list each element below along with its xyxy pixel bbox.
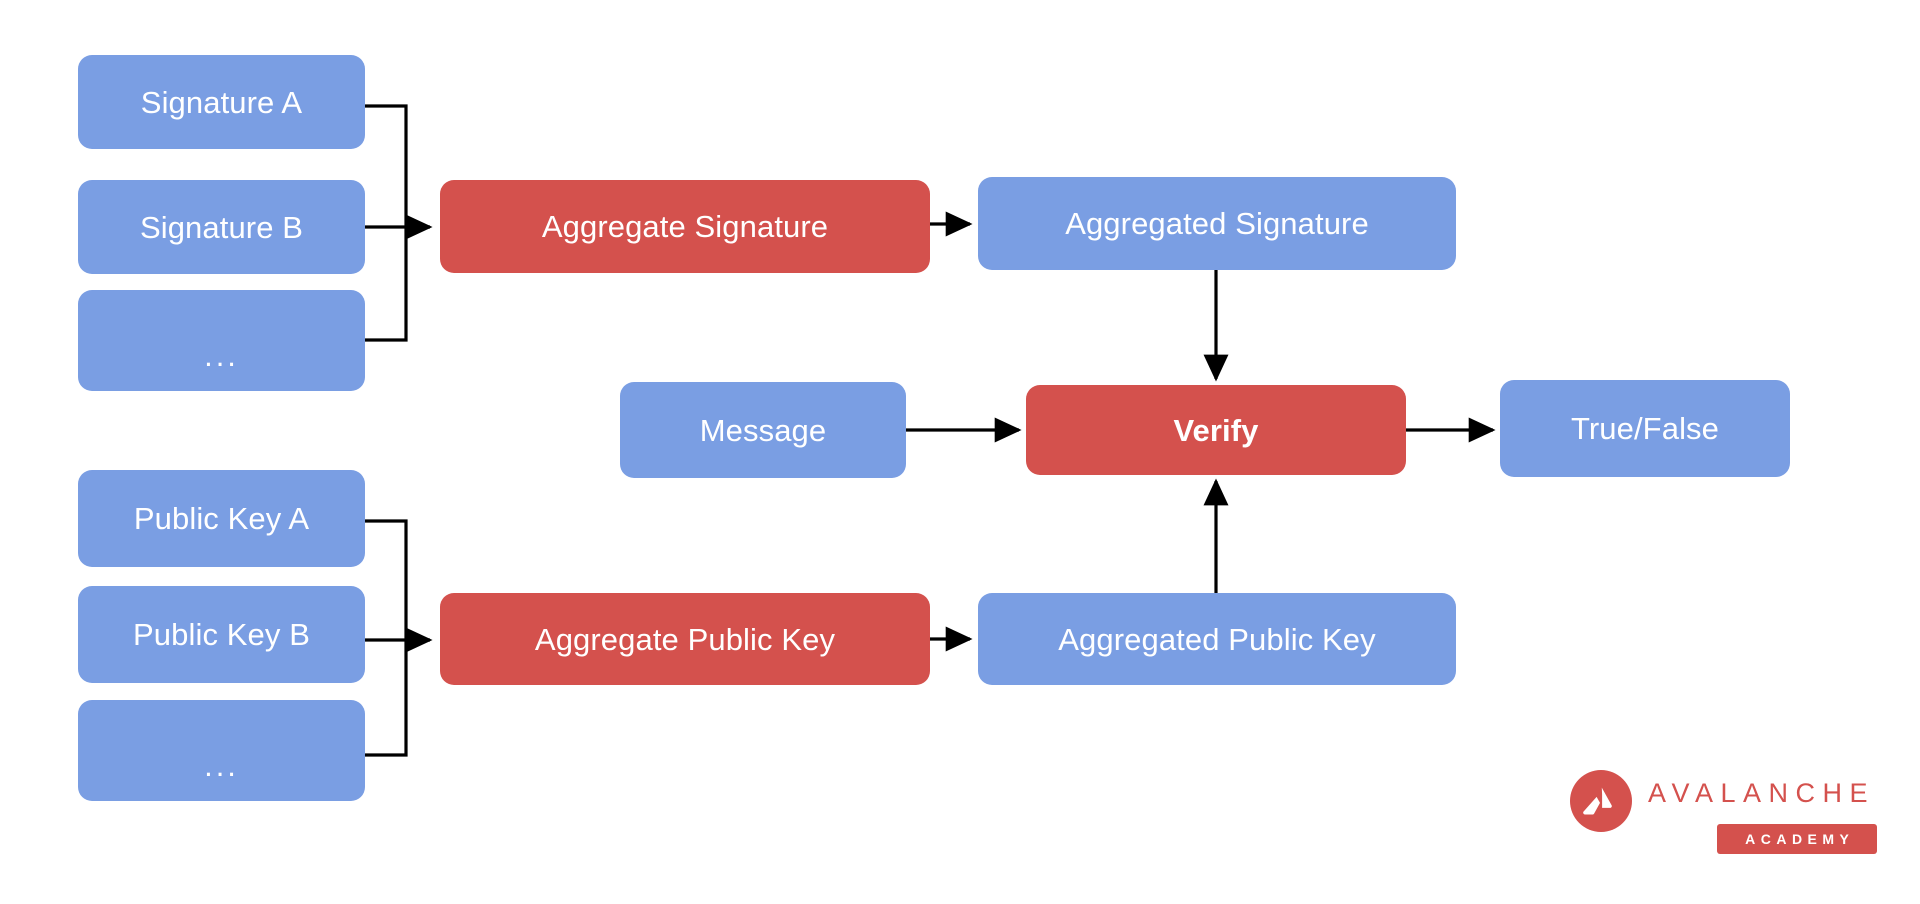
node-signature-a[interactable]: Signature A	[78, 55, 365, 149]
node-label: ...	[204, 338, 239, 373]
node-signature-more[interactable]: ...	[78, 290, 365, 391]
node-verify[interactable]: Verify	[1026, 385, 1406, 475]
node-label: Signature A	[140, 84, 303, 120]
node-label: ...	[204, 748, 239, 783]
node-message[interactable]: Message	[620, 382, 906, 478]
node-aggregated-public-key[interactable]: Aggregated Public Key	[978, 593, 1456, 685]
node-label: Verify	[1173, 412, 1259, 448]
node-signature-b[interactable]: Signature B	[78, 180, 365, 274]
node-label: Aggregated Signature	[1065, 206, 1369, 241]
node-aggregate-public-key[interactable]: Aggregate Public Key	[440, 593, 930, 685]
node-label: True/False	[1570, 411, 1719, 446]
node-public-key-more[interactable]: ...	[78, 700, 365, 801]
node-aggregated-signature[interactable]: Aggregated Signature	[978, 177, 1456, 270]
node-label: Aggregate Signature	[541, 209, 829, 244]
edge-signature-bus	[365, 104, 408, 342]
node-label: Aggregated Public Key	[1058, 621, 1376, 657]
node-label: Public Key B	[133, 617, 310, 652]
logo-academy-badge: ACADEMY	[1717, 824, 1877, 854]
node-public-key-b[interactable]: Public Key B	[78, 586, 365, 683]
node-label: Public Key A	[133, 501, 310, 536]
logo-wordmark: AVALANCHE	[1648, 778, 1876, 808]
node-label: Aggregate Public Key	[534, 621, 836, 657]
node-label: Signature B	[139, 209, 304, 245]
avalanche-academy-logo: AVALANCHE ACADEMY	[1570, 770, 1880, 856]
node-public-key-a[interactable]: Public Key A	[78, 470, 365, 567]
node-label: Message	[699, 412, 827, 448]
node-true-false[interactable]: True/False	[1500, 380, 1790, 477]
edge-public-key-bus	[365, 519, 408, 757]
node-aggregate-signature[interactable]: Aggregate Signature	[440, 180, 930, 273]
avalanche-mountain-icon	[1570, 770, 1632, 832]
